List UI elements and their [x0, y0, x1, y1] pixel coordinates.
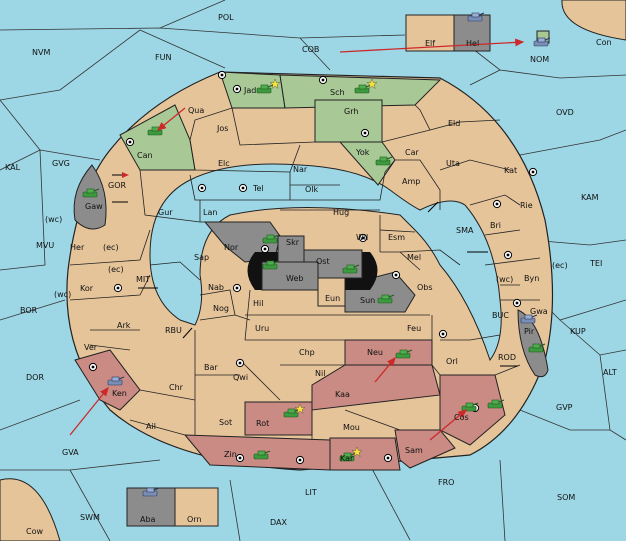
order-arrows [69, 38, 525, 441]
south-islands [126, 487, 219, 527]
province-sam[interactable] [394, 429, 456, 469]
inner-lagoon [149, 163, 502, 362]
province-grh[interactable] [314, 99, 383, 143]
province-kaa[interactable] [311, 364, 441, 411]
province-skr[interactable] [277, 235, 305, 263]
province-borders [69, 104, 541, 440]
province-jad[interactable] [219, 71, 286, 109]
province-elf[interactable] [405, 14, 455, 52]
province-orn[interactable] [174, 487, 219, 527]
province-eun[interactable] [317, 277, 346, 307]
province-pir[interactable] [517, 309, 549, 378]
province-neu[interactable] [344, 339, 433, 366]
province-kar[interactable] [329, 437, 401, 471]
connection-arrows [112, 172, 518, 367]
province-rot[interactable] [244, 401, 313, 436]
